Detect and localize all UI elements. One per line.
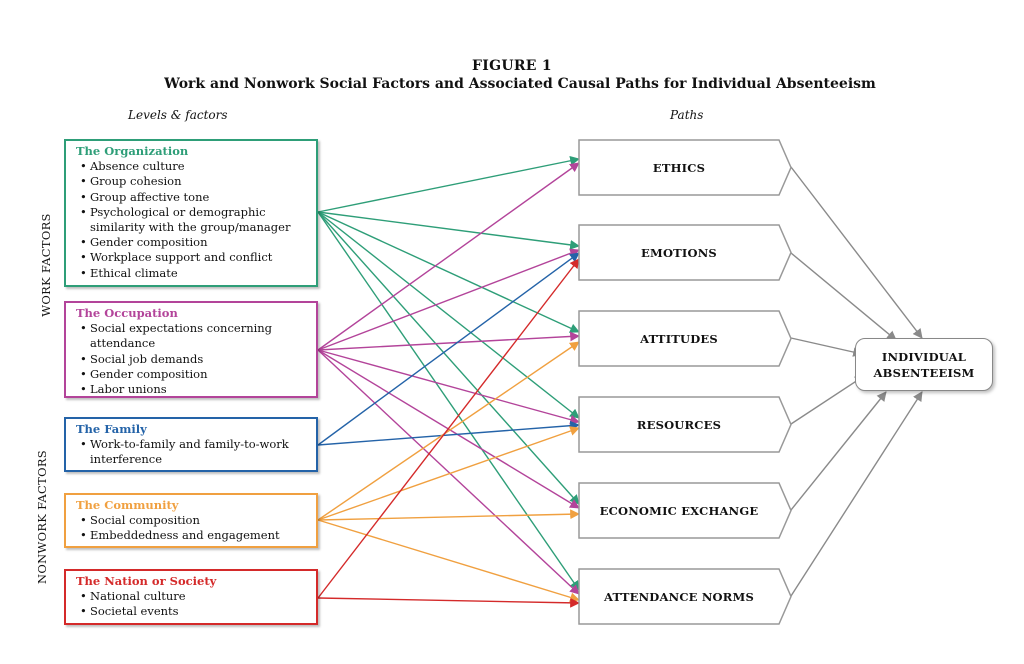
arrow-organization-to-economic-exchange [317,211,580,505]
arrow-ethics-to-outcome [790,166,923,339]
arrow-occupation-to-resources [317,349,580,425]
factor-item: Societal events [80,604,308,619]
arrow-economic-exchange-to-outcome [790,391,887,511]
arrow-resources-to-outcome [790,375,865,425]
chevron-shape [578,396,792,453]
factor-item: Gender composition [80,367,308,382]
arrow-occupation-to-ethics [317,162,580,351]
path-label-emotions: EMOTIONS [641,245,717,260]
factor-item: Work-to-family and family-to-work interf… [80,437,308,467]
path-label-resources: RESOURCES [636,417,722,432]
factor-item: Labor unions [80,382,308,397]
path-label-economic-exchange: ECONOMIC EXCHANGE [599,503,759,518]
arrow-occupation-to-attendance-norms [317,349,580,595]
factor-box-organization: The Organization Absence culture Group c… [64,139,318,287]
chevron-shape [578,310,792,367]
factor-box-occupation: The Occupation Social expectations conce… [64,301,318,398]
path-label-ethics: ETHICS [652,160,706,175]
outcome-line-1: INDIVIDUAL [881,349,967,364]
arrow-community-to-resources [317,426,580,521]
factor-list-community: Social composition Embeddedness and enga… [76,513,308,544]
arrow-community-to-attitudes [317,341,580,521]
factor-box-nation: The Nation or Society National culture S… [64,569,318,625]
path-label-attendance-norms: ATTENDANCE NORMS [604,589,754,604]
arrow-emotions-to-outcome [790,252,897,341]
arrow-community-to-economic-exchange [317,509,580,521]
paths-heading: Paths [670,108,704,122]
path-box-ethics: ETHICS [578,139,792,196]
arrow-organization-to-ethics [317,155,580,213]
factor-title-family: The Family [76,422,147,436]
levels-heading: Levels & factors [128,108,228,122]
arrow-organization-to-emotions [317,211,580,250]
arrow-attendance-norms-to-outcome [790,391,923,597]
factor-item: Group cohesion [80,174,308,189]
path-box-resources: RESOURCES [578,396,792,453]
path-box-attendance-norms: ATTENDANCE NORMS [578,568,792,625]
arrow-community-to-attendance-norms [317,519,580,603]
factor-list-nation: National culture Societal events [76,589,308,620]
outcome-box: INDIVIDUAL ABSENTEEISM [855,338,993,391]
factor-item: Absence culture [80,159,308,174]
arrow-nation-to-attendance-norms [317,597,580,608]
factor-item: Psychological or demographic similarity … [80,205,308,235]
path-box-economic-exchange: ECONOMIC EXCHANGE [578,482,792,539]
factor-title-nation: The Nation or Society [76,574,217,588]
factor-item: Gender composition [80,235,308,250]
factor-list-occupation: Social expectations concerning attendanc… [76,321,308,397]
arrow-nation-to-emotions [317,258,580,599]
factor-list-family: Work-to-family and family-to-work interf… [76,437,308,467]
factor-item: Social composition [80,513,308,528]
arrow-organization-to-attitudes [317,211,580,333]
chevron-shape [578,482,792,539]
factor-title-community: The Community [76,498,179,512]
factor-list-organization: Absence culture Group cohesion Group aff… [76,159,308,281]
path-box-emotions: EMOTIONS [578,224,792,281]
factor-box-family: The Family Work-to-family and family-to-… [64,417,318,472]
outcome-line-2: ABSENTEEISM [873,365,975,380]
arrow-organization-to-attendance-norms [317,211,580,591]
factor-box-community: The Community Social composition Embedde… [64,493,318,548]
factor-item: Social job demands [80,352,308,367]
chevron-shape [578,568,792,625]
arrow-family-to-emotions [317,252,580,446]
factor-title-occupation: The Occupation [76,306,178,320]
factor-item: Workplace support and conflict [80,250,308,265]
arrow-organization-to-resources [317,211,580,419]
path-box-attitudes: ATTITUDES [578,310,792,367]
factor-item: Ethical climate [80,266,308,281]
chevron-shape [578,139,792,196]
factor-item: Social expectations concerning attendanc… [80,321,308,351]
chevron-shape [578,224,792,281]
arrow-attitudes-to-outcome [790,337,863,357]
factor-item: National culture [80,589,308,604]
arrow-occupation-to-emotions [317,248,580,351]
factor-item: Group affective tone [80,190,308,205]
path-label-attitudes: ATTITUDES [640,331,718,346]
figure-number: FIGURE 1 [472,58,552,74]
figure-title: Work and Nonwork Social Factors and Asso… [164,76,876,92]
arrow-occupation-to-attitudes [317,331,580,351]
factor-title-organization: The Organization [76,144,189,158]
factor-item: Embeddedness and engagement [80,528,308,543]
arrow-family-to-resources [317,420,580,446]
